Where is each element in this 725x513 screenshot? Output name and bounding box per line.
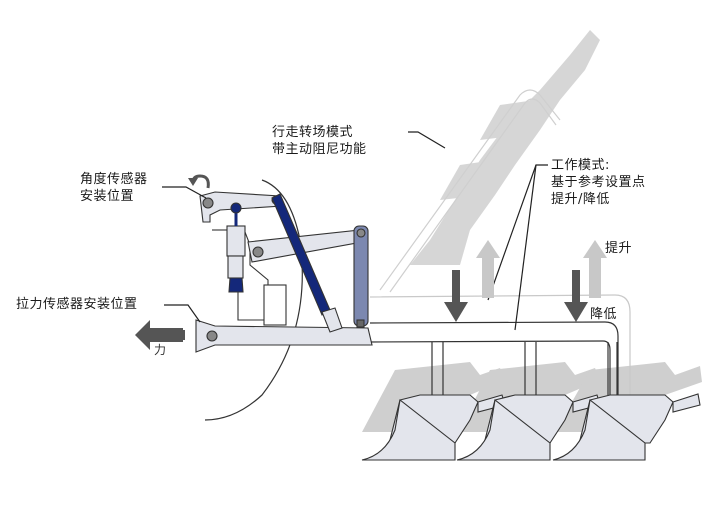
plough-frame — [369, 321, 619, 395]
raise-arrow-2 — [583, 240, 607, 298]
work-mode-label-line2: 基于参考设置点 — [551, 175, 646, 190]
lower-label: 降低 — [590, 307, 618, 322]
plough-bodies — [361, 393, 701, 461]
plough-body-1 — [361, 394, 506, 461]
lower-arrow-2 — [564, 270, 588, 322]
rotate-arrow-icon — [188, 174, 210, 189]
work-mode-label-line3: 提升/降低 — [551, 192, 610, 207]
angle-sensor-label-line2: 安装位置 — [80, 189, 135, 204]
work-mode-label-line1: 工作模式: — [551, 158, 610, 173]
angle-sensor-label-line1: 角度传感器 — [80, 172, 148, 187]
angle-sensor-label: 角度传感器 安装位置 — [80, 171, 148, 205]
lower-arrow-1 — [444, 270, 468, 322]
transport-mode-label-line1: 行走转场模式 — [272, 125, 354, 140]
transport-mode-label-line2: 带主动阻尼功能 — [272, 142, 367, 157]
lower-link-pivot — [206, 330, 218, 342]
tractor-linkage — [180, 191, 373, 353]
ghost-raised-plough — [410, 30, 600, 265]
force-label: 力 — [154, 343, 167, 357]
plough-body-3 — [552, 393, 701, 461]
leader-lines — [162, 131, 548, 331]
draft-sensor-label: 拉力传感器安装位置 — [16, 297, 138, 312]
raise-label: 提升 — [605, 241, 633, 256]
transport-mode-label: 行走转场模式 带主动阻尼功能 — [272, 124, 367, 158]
work-mode-label: 工作模式: 基于参考设置点 提升/降低 — [551, 157, 646, 208]
vertical-link — [353, 225, 369, 327]
raised-frame-outline — [379, 89, 561, 293]
raise-reference-frame — [369, 294, 631, 395]
lift-cylinder — [226, 225, 246, 257]
force-arrow — [135, 320, 183, 350]
swing-arc — [204, 179, 303, 421]
raise-arrow-1 — [476, 240, 500, 298]
